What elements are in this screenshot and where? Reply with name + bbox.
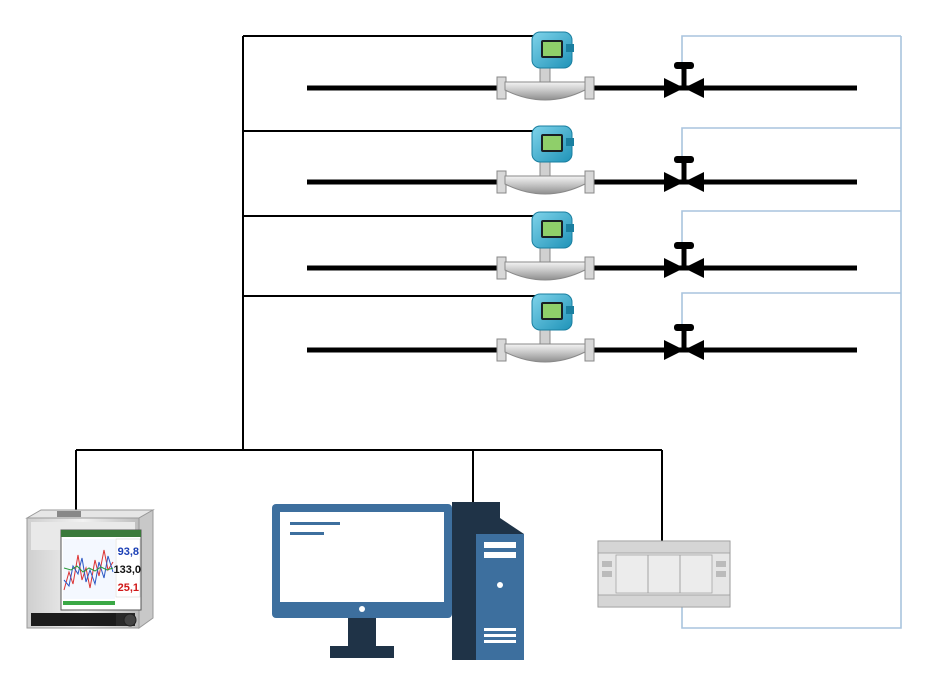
- coriolis-flowmeter-icon[interactable]: [496, 125, 595, 195]
- control-line-3: [681, 210, 901, 248]
- control-line-1: [681, 35, 901, 70]
- valve-icon[interactable]: [664, 62, 704, 98]
- signal-bus: [75, 35, 663, 545]
- recorder-value-3: 25,1: [118, 582, 139, 594]
- valve-icon[interactable]: [664, 156, 704, 192]
- pipeline-1: [307, 31, 857, 101]
- pipeline-3: [307, 211, 857, 281]
- control-trunk: [681, 36, 902, 629]
- recorder-value-1: 93,8: [118, 546, 139, 558]
- control-line-2: [681, 127, 901, 164]
- coriolis-flowmeter-icon[interactable]: [496, 293, 595, 363]
- control-line-4: [681, 292, 901, 330]
- pipeline-2: [307, 125, 857, 195]
- plc-controller[interactable]: [597, 540, 731, 608]
- pipelines: [307, 31, 857, 363]
- valve-control-lines: [681, 35, 902, 629]
- plc-controller-icon: [597, 540, 731, 608]
- coriolis-flowmeter-icon[interactable]: [496, 211, 595, 281]
- data-recorder[interactable]: 93,8 133,0 25,1: [25, 509, 155, 629]
- data-recorder-icon: 93,8 133,0 25,1: [25, 509, 155, 629]
- pipeline-4: [307, 293, 857, 363]
- valve-icon[interactable]: [664, 324, 704, 360]
- valve-icon[interactable]: [664, 242, 704, 278]
- recorder-value-2: 133,0: [113, 564, 141, 576]
- desktop-computer[interactable]: [272, 502, 524, 660]
- coriolis-flowmeter-icon[interactable]: [496, 31, 595, 101]
- desktop-computer-icon: [272, 502, 524, 660]
